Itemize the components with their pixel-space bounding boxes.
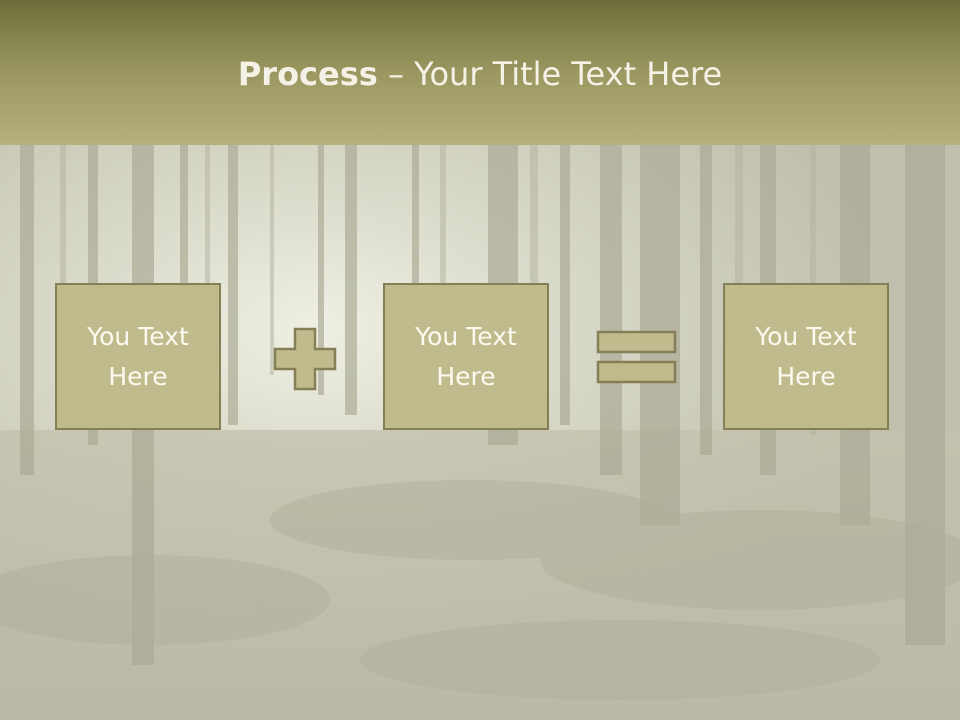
equals-icon (596, 330, 677, 384)
title-strong: Process (237, 55, 378, 93)
process-box-1-text: You Text Here (87, 321, 189, 391)
process-box-1[interactable]: You Text Here (55, 283, 221, 430)
process-box-3-text: You Text Here (755, 321, 857, 391)
title-rest: – Your Title Text Here (377, 55, 723, 93)
process-box-2[interactable]: You Text Here (383, 283, 549, 430)
title-band (0, 0, 960, 145)
plus-icon (273, 327, 337, 391)
process-box-3[interactable]: You Text Here (723, 283, 889, 430)
slide-title: Process – Your Title Text Here (0, 52, 960, 96)
process-box-2-text: You Text Here (415, 321, 517, 391)
